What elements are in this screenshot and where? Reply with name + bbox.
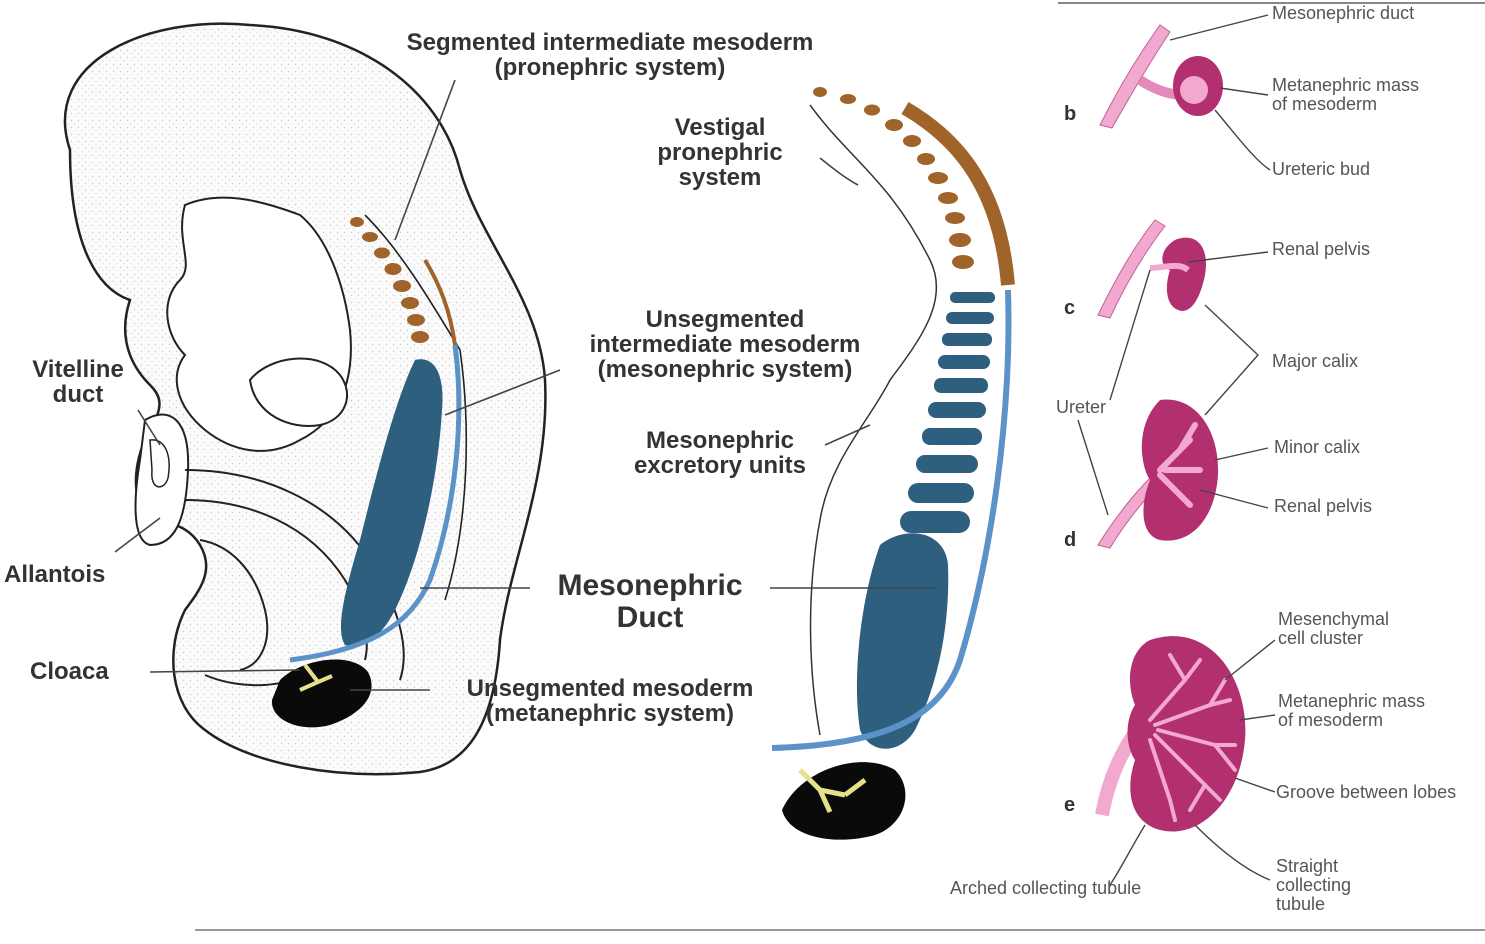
label-unsegmented-intermediate: Unsegmented intermediate mesoderm (meson… <box>560 307 890 383</box>
label-e-mesenchymal: Mesenchymal cell cluster <box>1278 610 1389 648</box>
label-vestigial-pronephric: Vestigal pronephric system <box>635 115 805 191</box>
metanephric-mass-left <box>271 659 372 728</box>
label-b-mesonephric-duct: Mesonephric duct <box>1272 3 1415 23</box>
pronephric-units-middle <box>813 87 974 269</box>
label-vitelline-duct: Vitelline duct <box>18 356 138 409</box>
label-e-straight-line2: collecting <box>1276 874 1352 895</box>
label-segmented-line2: (pronephric system) <box>494 54 726 82</box>
pronephric-duct-segment <box>423 258 457 346</box>
ureteric-bud-left <box>299 663 333 692</box>
mesonephric-mass-left <box>340 359 443 647</box>
label-cloaca: Cloaca <box>30 658 109 685</box>
label-vestigial-line1: Vestigal <box>674 114 766 141</box>
label-e-straight-line1: Straight <box>1276 856 1339 876</box>
label-b-ureteric-bud: Ureteric bud <box>1272 159 1371 179</box>
label-mesonephric-excretory: Mesonephric excretory units <box>605 427 835 480</box>
label-vitelline-line2: duct <box>52 381 104 409</box>
label-c-major-calix: Major calix <box>1272 351 1359 371</box>
label-vitelline-line1: Vitelline <box>32 356 124 383</box>
label-e-groove: Groove between lobes <box>1276 782 1457 802</box>
label-vestigial-line3: system <box>678 164 762 192</box>
mesonephric-mass-middle <box>856 533 949 749</box>
label-mesonephric-duct-line2: Duct <box>616 600 684 634</box>
label-e-metanephric-line1: Metanephric mass <box>1278 691 1426 711</box>
label-metanephric-line2: (metanephric system) <box>485 700 735 728</box>
label-allantois: Allantois <box>4 561 106 588</box>
panel-letter-c: c <box>1064 297 1076 319</box>
pronephric-segments <box>350 217 429 343</box>
label-e-arched-tubule: Arched collecting tubule <box>950 878 1142 898</box>
label-e-mesenchymal-line2: cell cluster <box>1278 627 1364 648</box>
label-metanephric-line1: Unsegmented mesoderm <box>466 675 754 702</box>
panel-d-drawing <box>1097 399 1269 549</box>
panel-letter-d: d <box>1064 529 1077 551</box>
label-mesonephric-duct: Mesonephric Duct <box>530 570 770 633</box>
label-segmented-mesoderm: Segmented intermediate mesoderm (proneph… <box>370 29 850 82</box>
label-d-minor-calix: Minor calix <box>1274 437 1361 457</box>
label-e-straight-line3: tubule <box>1276 893 1326 914</box>
label-c-renal-pelvis: Renal pelvis <box>1272 239 1371 259</box>
label-c-ureter: Ureter <box>1056 397 1107 417</box>
pronephric-duct-middle <box>901 101 1015 286</box>
label-d-renal-pelvis: Renal pelvis <box>1274 496 1373 516</box>
label-e-metanephric-mass: Metanephric mass of mesoderm <box>1278 692 1425 730</box>
label-b-metanephric-line1: Metanephric mass <box>1272 75 1420 95</box>
panel-letter-e: e <box>1064 794 1076 816</box>
label-segmented-line1: Segmented intermediate mesoderm <box>406 29 814 56</box>
label-unsegmented-metanephric: Unsegmented mesoderm (metanephric system… <box>425 675 795 728</box>
leader-lines <box>114 79 935 691</box>
label-e-straight-tubule: Straight collecting tubule <box>1276 857 1351 914</box>
panel-letter-b: b <box>1064 103 1077 125</box>
mesonephric-duct-left <box>289 344 462 663</box>
label-b-metanephric-mass: Metanephric mass of mesoderm <box>1272 76 1419 114</box>
label-excretory-line1: Mesonephric <box>645 427 795 454</box>
panel-e-drawing <box>1095 636 1276 886</box>
ureteric-bud-middle <box>798 768 867 814</box>
panel-c-drawing <box>1097 219 1269 416</box>
label-e-metanephric-line2: of mesoderm <box>1278 709 1384 730</box>
label-unsegmented-line3: (mesonephric system) <box>597 356 853 384</box>
label-unsegmented-line2: intermediate mesoderm <box>589 331 861 359</box>
panel-b-drawing <box>1099 14 1271 171</box>
label-unsegmented-line1: Unsegmented <box>645 306 805 333</box>
ureter-leaders <box>1077 269 1151 516</box>
label-b-metanephric-line2: of mesoderm <box>1272 93 1378 114</box>
label-e-mesenchymal-line1: Mesenchymal <box>1278 609 1390 629</box>
mesonephric-units-middle <box>900 292 995 533</box>
label-excretory-line2: excretory units <box>633 452 807 480</box>
middle-outline <box>809 104 938 736</box>
label-vestigial-line2: pronephric <box>657 139 783 167</box>
label-mesonephric-duct-line1: Mesonephric <box>557 569 743 602</box>
mesonephric-duct-middle <box>771 289 1012 751</box>
